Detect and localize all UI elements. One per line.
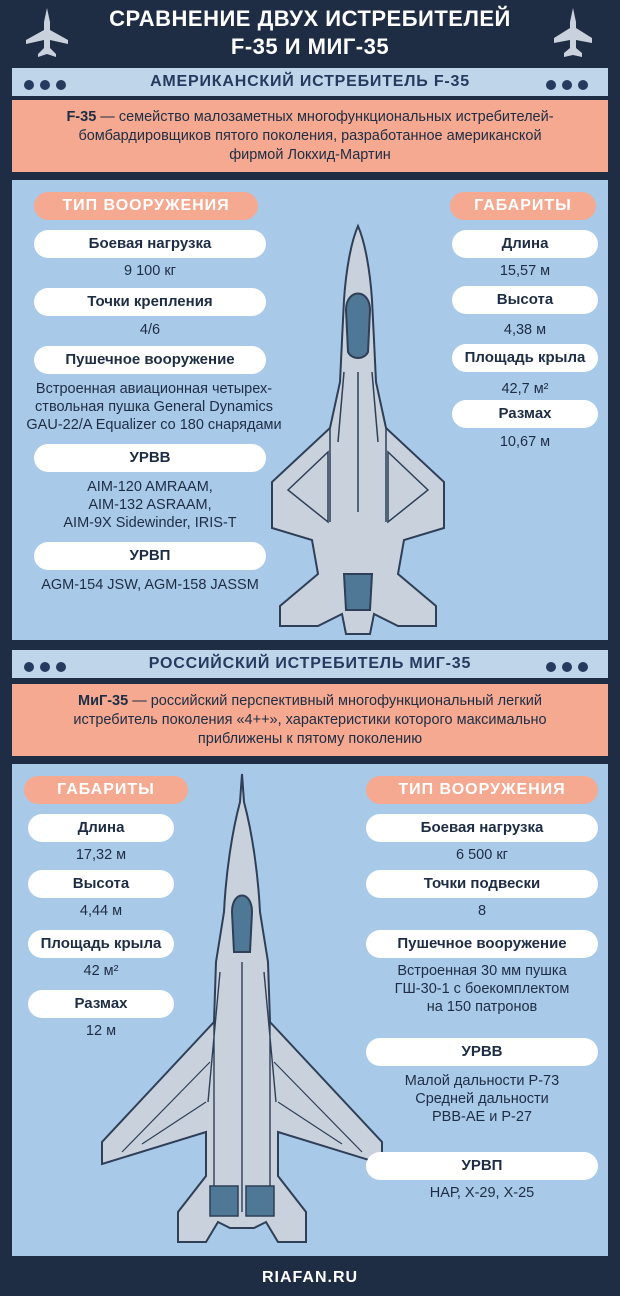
f35-dim-value: 4,38 м: [503, 322, 547, 338]
mig35-intro-name: МиГ-35: [78, 693, 129, 709]
mig35-weapon-label: Боевая нагрузка: [366, 814, 598, 842]
f35-weapon-value: AIM-120 AMRAAM,: [87, 479, 213, 495]
mig35-dim-value: 17,32 м: [75, 847, 127, 863]
f35-weapons-title: ТИП ВООРУЖЕНИЯ: [34, 192, 258, 220]
page-title-line2: F-35 И МИГ-35: [230, 34, 390, 59]
mig35-dim-label: Размах: [28, 990, 174, 1018]
f35-weapon-value: 9 100 кг: [124, 263, 176, 279]
f35-weapon-value: 4/6: [139, 322, 161, 338]
footer: RIAFAN.RU: [0, 1262, 620, 1296]
fighter-jet-icon: [26, 8, 68, 57]
f35-plane-illustration: [271, 223, 445, 635]
f35-section-band: АМЕРИКАНСКИЙ ИСТРЕБИТЕЛЬ F-35: [12, 68, 608, 96]
f35-dim-label: Размах: [452, 400, 598, 428]
mig35-weapon-label: Пушечное вооружение: [366, 930, 598, 958]
mig35-plane-illustration: [101, 773, 383, 1243]
f35-section-title: АМЕРИКАНСКИЙ ИСТРЕБИТЕЛЬ F-35: [150, 73, 470, 90]
f35-intro-line1: — семейство малозаметных многофункционал…: [96, 109, 554, 125]
mig35-intro-line3: приближены к пятому поколению: [197, 731, 423, 747]
f35-weapon-label: Точки крепления: [34, 288, 266, 316]
decor-dots: [546, 659, 594, 677]
mig35-weapon-value: на 150 патронов: [426, 999, 538, 1015]
mig35-intro: МиГ-35 — российский перспективный многоф…: [12, 684, 608, 756]
page-title-line1: СРАВНЕНИЕ ДВУХ ИСТРЕБИТЕЛЕЙ: [109, 6, 511, 31]
mig35-dim-label: Высота: [28, 870, 174, 898]
mig35-dims-title: ГАБАРИТЫ: [24, 776, 188, 804]
f35-weapon-value: ствольная пушка General Dynamics: [35, 399, 273, 415]
mig35-weapon-value: Средней дальности: [415, 1091, 549, 1107]
decor-dots: [24, 77, 72, 95]
mig35-weapon-label: УРВВ: [366, 1038, 598, 1066]
f35-weapon-label: Боевая нагрузка: [34, 230, 266, 258]
f35-weapon-label: УРВП: [34, 542, 266, 570]
f35-intro-line2: бомбардировщиков пятого поколения, разра…: [78, 128, 542, 144]
footer-site-link[interactable]: RIAFAN.RU: [261, 1269, 359, 1286]
decor-dots: [546, 77, 594, 95]
mig35-weapon-value: 8: [477, 903, 487, 919]
f35-weapon-value: GAU-22/A Equalizer со 180 снарядами: [26, 417, 282, 433]
f35-dim-value: 10,67 м: [499, 434, 551, 450]
mig35-intro-line1: — российский перспективный многофункцион…: [128, 693, 542, 709]
decor-dots: [24, 659, 72, 677]
f35-weapon-value: Встроенная авиационная четырех-: [35, 381, 273, 397]
f35-intro: F-35 — семейство малозаметных многофункц…: [12, 100, 608, 172]
mig35-weapon-value: НАР, Х-29, Х-25: [429, 1185, 535, 1201]
mig35-weapon-value: 6 500 кг: [456, 847, 508, 863]
f35-weapon-value: AIM-132 ASRAAM,: [88, 497, 212, 513]
f35-intro-line3: фирмой Локхид-Мартин: [229, 147, 391, 163]
mig35-dim-value: 42 м²: [83, 963, 119, 979]
f35-weapon-value: AIM-9X Sidewinder, IRIS-T: [63, 515, 237, 531]
mig35-dim-value: 4,44 м: [79, 903, 123, 919]
mig35-weapon-value: ГШ-30-1 с боекомплектом: [394, 981, 570, 997]
mig35-dim-label: Площадь крыла: [28, 930, 174, 958]
mig35-weapon-label: Точки подвески: [366, 870, 598, 898]
f35-weapon-label: Пушечное вооружение: [34, 346, 266, 374]
fighter-jet-icon: [554, 8, 592, 57]
f35-dim-value: 15,57 м: [499, 263, 551, 279]
mig35-section-band: РОССИЙСКИЙ ИСТРЕБИТЕЛЬ МИГ-35: [12, 650, 608, 678]
f35-weapon-label: УРВВ: [34, 444, 266, 472]
f35-dim-label: Длина: [452, 230, 598, 258]
f35-dims-title: ГАБАРИТЫ: [450, 192, 596, 220]
mig35-weapon-label: УРВП: [366, 1152, 598, 1180]
mig35-weapon-value: Встроенная 30 мм пушка: [397, 963, 567, 979]
f35-weapon-value: AGM-154 JSW, AGM-158 JASSM: [41, 577, 259, 593]
f35-dim-label: Площадь крыла: [452, 344, 598, 372]
mig35-section-title: РОССИЙСКИЙ ИСТРЕБИТЕЛЬ МИГ-35: [148, 655, 472, 672]
f35-dim-value: 42,7 м²: [501, 381, 549, 397]
mig35-panel: ГАБАРИТЫ ТИП ВООРУЖЕНИЯ Длина 17,32 м Вы…: [12, 764, 608, 1256]
mig35-dim-label: Длина: [28, 814, 174, 842]
mig35-weapons-title: ТИП ВООРУЖЕНИЯ: [366, 776, 598, 804]
f35-dim-label: Высота: [452, 286, 598, 314]
f35-intro-name: F-35: [66, 109, 97, 125]
header: СРАВНЕНИЕ ДВУХ ИСТРЕБИТЕЛЕЙ F-35 И МИГ-3…: [0, 0, 620, 66]
f35-panel: ТИП ВООРУЖЕНИЯ ГАБАРИТЫ Боевая нагрузка …: [12, 180, 608, 640]
mig35-weapon-value: Малой дальности Р-73: [404, 1073, 560, 1089]
mig35-dim-value: 12 м: [85, 1023, 117, 1039]
mig35-intro-line2: истребитель поколения «4++», характерист…: [73, 712, 547, 728]
mig35-weapon-value: РВВ-АЕ и Р-27: [432, 1109, 532, 1125]
